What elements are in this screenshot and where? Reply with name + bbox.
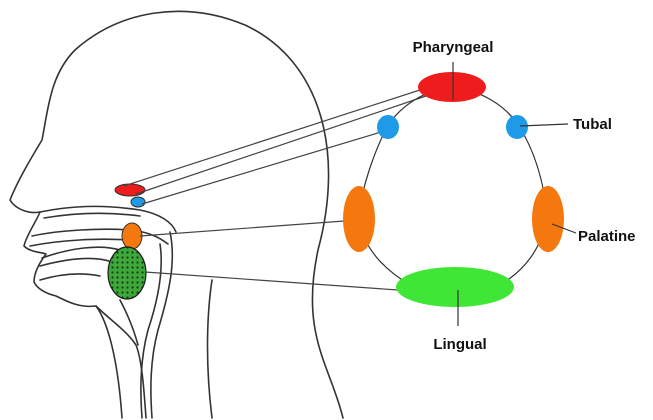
nasal-cavity-outline — [39, 205, 177, 233]
leader-tubal — [519, 123, 569, 127]
connector-pharyngeal — [123, 87, 427, 187]
pharyngeal-tonsil — [418, 72, 486, 102]
tubal-tonsil-small — [130, 196, 146, 208]
tubal-tonsil-left — [377, 115, 399, 139]
label-lingual: Lingual — [433, 336, 486, 353]
pharynx-wall — [150, 231, 174, 419]
connector-tubal — [141, 129, 389, 205]
label-pharyngeal: Pharyngeal — [413, 39, 494, 56]
lingual-tonsil — [396, 267, 514, 307]
palatine-tonsil-left — [343, 186, 375, 252]
leader-palatine — [551, 223, 577, 234]
head-outline — [9, 10, 344, 419]
connector-lingual — [144, 271, 399, 291]
pharyngeal-tonsil-small — [114, 183, 146, 197]
label-tubal: Tubal — [573, 116, 612, 133]
label-palatine: Palatine — [578, 228, 636, 245]
lingual-tonsil-small — [107, 246, 147, 300]
palatine-tonsil-right — [532, 186, 564, 252]
connector-palatine — [139, 219, 359, 237]
tubal-tonsil-right — [506, 115, 528, 139]
palatine-tonsil-small — [121, 222, 143, 250]
